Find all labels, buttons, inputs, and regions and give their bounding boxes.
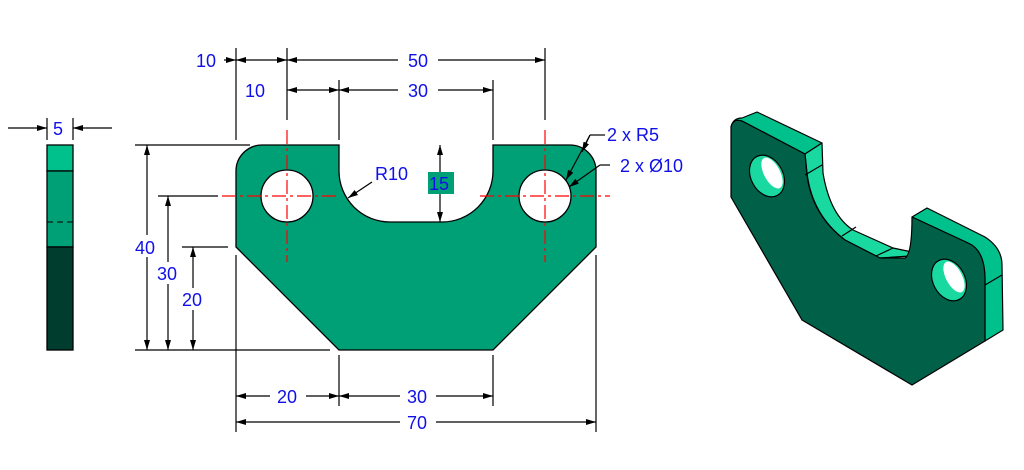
side-view: 5 (8, 118, 112, 351)
dim-hole-height: 30 (157, 264, 177, 284)
dim-chamfer-width: 20 (277, 387, 297, 407)
dim-hole-to-slot: 10 (245, 81, 265, 101)
dim-slot-width: 30 (408, 81, 428, 101)
hole-diameter-label: 2 x Ø10 (620, 156, 683, 176)
dim-slot-depth: 15 (429, 174, 449, 194)
dim-hole-spacing: 50 (408, 51, 428, 71)
dim-bottom-width: 30 (407, 387, 427, 407)
dim-height: 40 (135, 238, 155, 258)
part-outline (235, 144, 597, 351)
corner-radius-label: 2 x R5 (607, 125, 659, 145)
iso-front-face (730, 119, 986, 386)
dim-left-offset: 10 (196, 51, 216, 71)
dim-overall-width: 70 (407, 413, 427, 433)
thickness-dim: 5 (53, 119, 63, 139)
isometric-view (730, 111, 1004, 386)
front-view: 10 50 10 30 40 30 20 15 R10 2 x R5 (133, 48, 683, 433)
dim-chamfer-height: 20 (182, 290, 202, 310)
slot-radius-label: R10 (375, 164, 408, 184)
